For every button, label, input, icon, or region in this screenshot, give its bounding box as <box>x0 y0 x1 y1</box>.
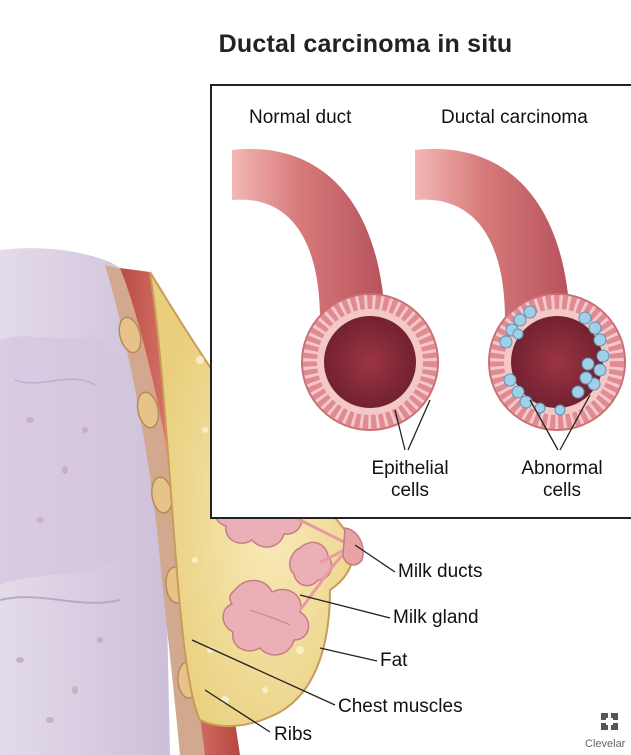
body-tissue-fold <box>0 335 120 585</box>
chest-muscles-label: Chest muscles <box>338 696 463 718</box>
brand-name: Clevelar <box>585 738 625 750</box>
normal-duct-heading: Normal duct <box>249 107 351 129</box>
abnormal-label-line1: Abnormal <box>512 458 612 480</box>
diagram-title: Ductal carcinoma in situ <box>50 30 631 59</box>
milk-ducts-label: Milk ducts <box>398 561 482 583</box>
brand-logo-icon <box>601 713 618 730</box>
abnormal-label-line2: cells <box>512 480 612 502</box>
fat-label: Fat <box>380 650 407 672</box>
nipple <box>343 528 363 565</box>
epithelial-cells-label: Epithelial cells <box>360 458 460 502</box>
carcinoma-heading: Ductal carcinoma <box>441 107 588 129</box>
epithelial-label-line1: Epithelial <box>360 458 460 480</box>
milk-gland-label: Milk gland <box>393 607 479 629</box>
epithelial-label-line2: cells <box>360 480 460 502</box>
abnormal-cells-label: Abnormal cells <box>512 458 612 502</box>
ribs-label: Ribs <box>274 724 312 746</box>
